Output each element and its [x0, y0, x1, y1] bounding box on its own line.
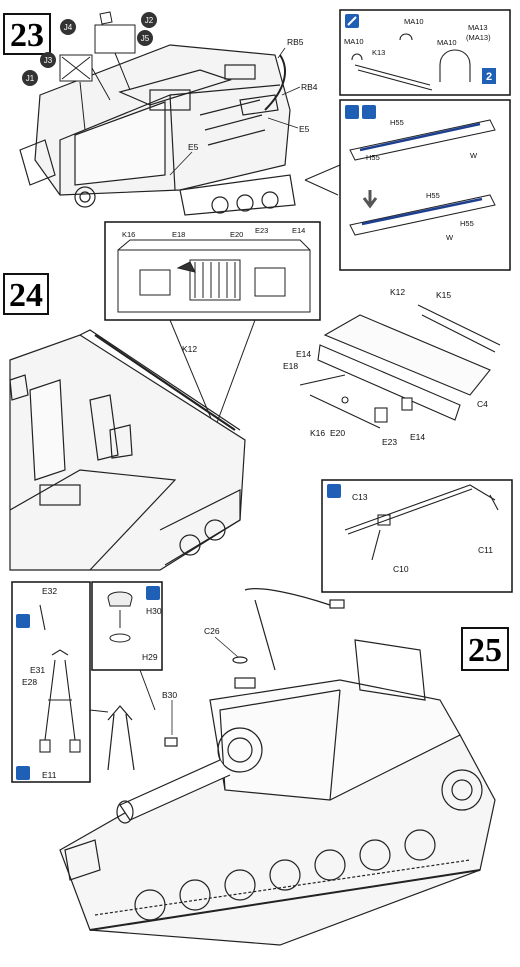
- j4-label: J4: [64, 23, 73, 32]
- step-25-inset-connector: [89, 669, 156, 713]
- j1-label: J1: [26, 74, 35, 83]
- step-24-inset-connector: [169, 319, 256, 429]
- e20-inset-label: E20: [230, 230, 243, 239]
- e31-label: E31: [30, 665, 45, 675]
- j5-label: J5: [141, 34, 150, 43]
- step-24-inset-rack: K16 E18 E20 E23 E14: [104, 221, 321, 321]
- e14-label-a: E14: [296, 349, 311, 359]
- e14-label-b: E14: [410, 432, 425, 442]
- step-23-inset-connector: [304, 164, 341, 196]
- paint-brush-icon-3: [327, 484, 341, 498]
- step-24-hull-drawing: [9, 329, 246, 571]
- k16-label: K16: [310, 428, 325, 438]
- c13-label: C13: [352, 492, 368, 502]
- step-23-number: 23: [10, 17, 44, 54]
- step-25-number: 25: [468, 632, 502, 669]
- e14-inset-label: E14: [292, 226, 305, 235]
- step-25: 25 E32 E31 E28 E11: [11, 581, 509, 946]
- step-23-j-callouts: J4 J2 J5 J3 J1: [22, 12, 157, 86]
- step-23: 23: [3, 9, 511, 271]
- c26-label: C26: [204, 626, 220, 636]
- ma10-label-a: MA10: [344, 37, 364, 46]
- step-24-number: 24: [9, 277, 43, 314]
- step-25-inset-lamp: H30 H29: [91, 581, 163, 671]
- k12-label-part: K12: [390, 287, 405, 297]
- paint-mix-icon-2: [16, 614, 30, 628]
- e20-label: E20: [330, 428, 345, 438]
- paint-brush-icon-2: [345, 105, 359, 119]
- j2-label: J2: [145, 16, 154, 25]
- b30-label: B30: [162, 690, 177, 700]
- h55-label-c: H55: [426, 191, 440, 200]
- c10-label: C10: [393, 564, 409, 574]
- count-badge: [482, 68, 496, 84]
- e5-label-center: E5: [188, 142, 199, 152]
- step-25-vehicle-drawing: [59, 588, 496, 946]
- paint-brush-icon-5: [146, 586, 160, 600]
- h30-label: H30: [146, 606, 162, 616]
- ma13-paren-label: (MA13): [466, 33, 491, 42]
- step-24-inset-rod: C13 C11 C10: [321, 479, 513, 593]
- e23-inset-label: E23: [255, 226, 268, 235]
- k13-label: K13: [372, 48, 385, 57]
- step-23-number-box: [3, 13, 51, 55]
- step-24-exploded-parts: [299, 304, 501, 429]
- step-25-inset-bipod: E32 E31 E28 E11: [11, 581, 91, 783]
- e32-label: E32: [42, 586, 57, 596]
- h29-label: H29: [142, 652, 158, 662]
- e18-inset-label: E18: [172, 230, 185, 239]
- step-23-inset-rail: MA10 MA10 K13 MA13 (MA13) MA10 2: [339, 9, 511, 96]
- h55-label-a: H55: [390, 118, 404, 127]
- e23-label: E23: [382, 437, 397, 447]
- c11-label: C11: [478, 545, 493, 555]
- step-23-inset-fender: H55 H55 W H55 H55 W: [339, 99, 511, 271]
- j3-label: J3: [44, 56, 53, 65]
- c4-label: C4: [477, 399, 488, 409]
- rb4-label: RB4: [301, 82, 318, 92]
- k12-label-hull: K12: [182, 344, 197, 354]
- k16-inset-label: K16: [122, 230, 135, 239]
- step-25-number-box: [461, 627, 509, 671]
- paint-mix-icon: [362, 105, 376, 119]
- paint-brush-icon-4: [16, 766, 30, 780]
- e5-label-right: E5: [299, 124, 310, 134]
- e18-label: E18: [283, 361, 298, 371]
- step-23-j-parts: [59, 11, 136, 131]
- h55-label-d: H55: [460, 219, 474, 228]
- ma10-label-b: MA10: [404, 17, 424, 26]
- w-label-a: W: [470, 151, 478, 160]
- w-label-b: W: [446, 233, 454, 242]
- e28-label: E28: [22, 677, 37, 687]
- e11-label: E11: [42, 770, 57, 780]
- step-24-number-box: [3, 273, 49, 315]
- count-badge-value: 2: [486, 71, 492, 83]
- k15-label: K15: [436, 290, 451, 300]
- h55-label-b: H55: [366, 153, 380, 162]
- step-24: 24 K16 E18 E20 E23 E14: [3, 221, 513, 593]
- rb5-label: RB5: [287, 37, 304, 47]
- ma13-label: MA13: [468, 23, 488, 32]
- ma10-label-c: MA10: [437, 38, 457, 47]
- step-23-hull-drawing: [19, 44, 296, 216]
